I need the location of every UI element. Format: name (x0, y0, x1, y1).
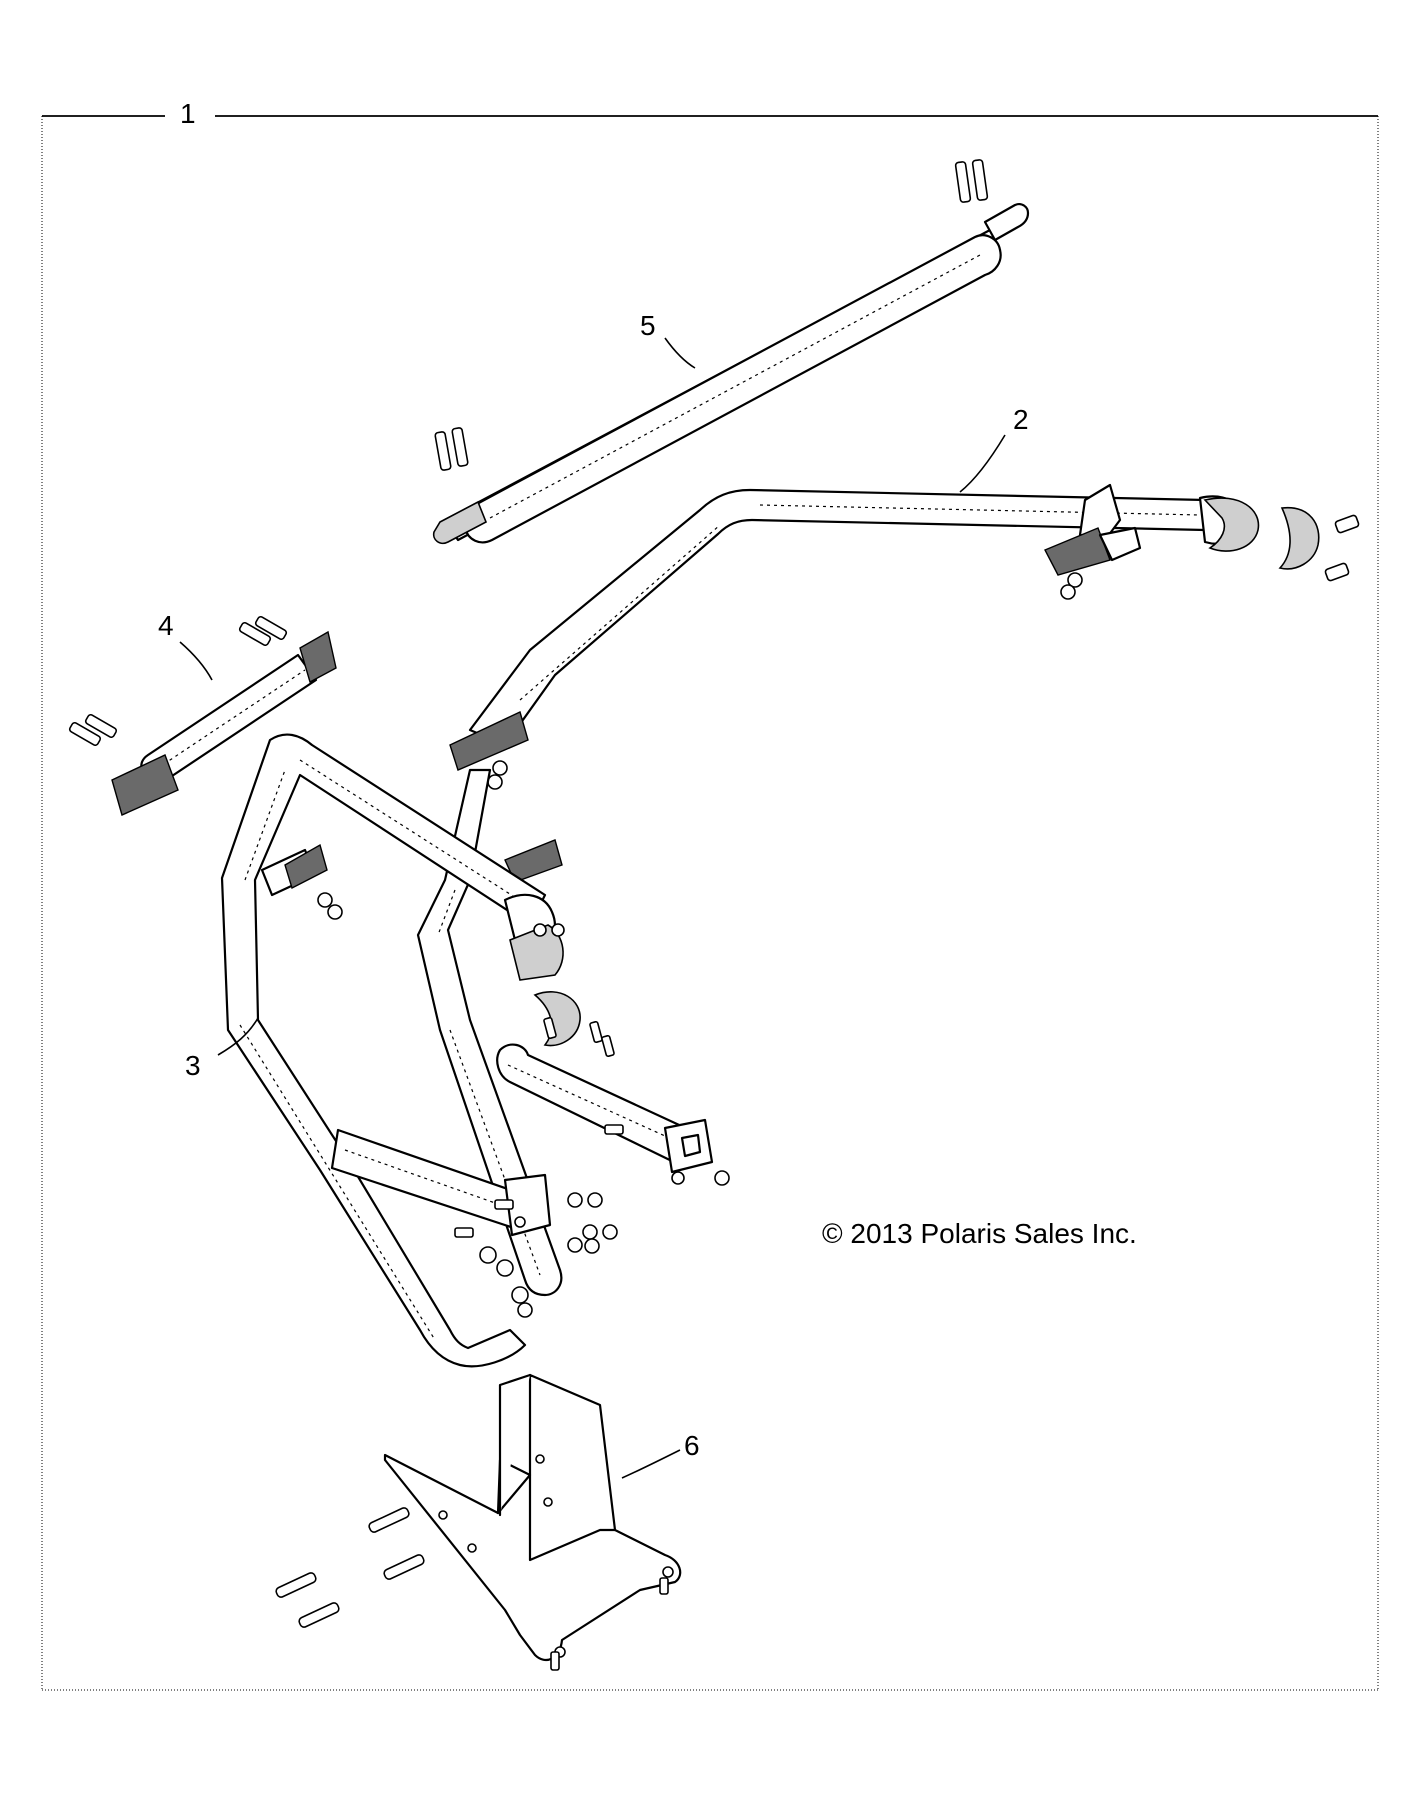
callout-5: 5 (640, 310, 656, 341)
callout-4: 4 (158, 610, 174, 641)
callout-1: 1 (180, 98, 196, 129)
callout-3: 3 (185, 1050, 201, 1081)
part-4-short-bar (68, 615, 337, 816)
part-6-bracket (275, 1373, 682, 1671)
copyright-notice: © 2013 Polaris Sales Inc. (822, 1218, 1137, 1249)
assembly-frame (41, 115, 1379, 1691)
callout-6: 6 (684, 1430, 700, 1461)
part-3-front-bar (220, 733, 730, 1368)
callout-2: 2 (1013, 404, 1029, 435)
callout-leaders (179, 337, 1006, 1479)
part-2-side-bar (416, 483, 1360, 1297)
part-5-upper-cross-bar (432, 159, 1030, 545)
